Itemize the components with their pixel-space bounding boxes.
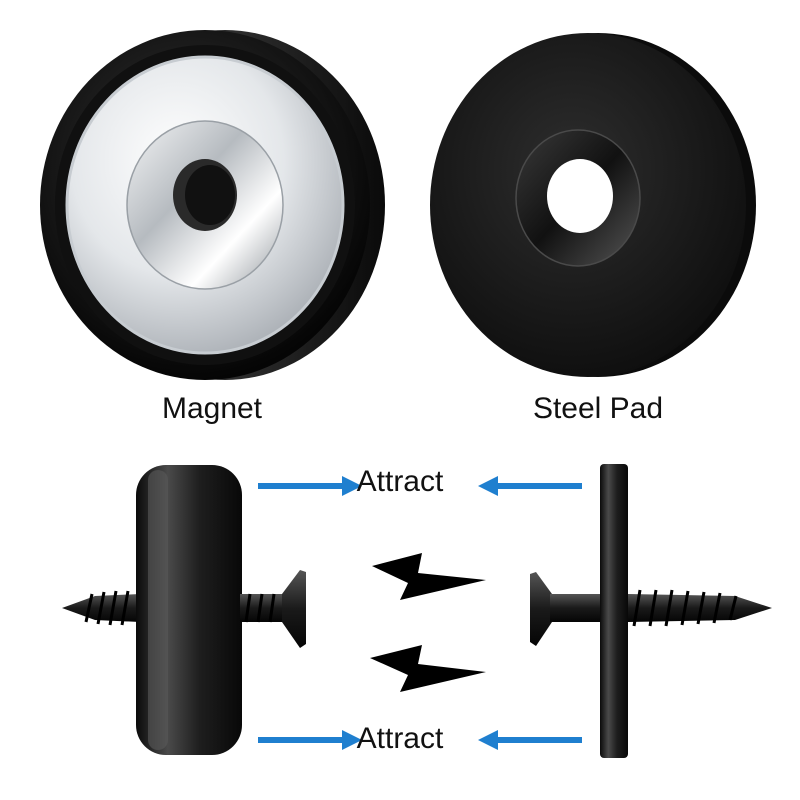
arrow-right-icon bbox=[258, 476, 362, 496]
steel-pad-label: Steel Pad bbox=[532, 392, 664, 425]
arrow-right-icon bbox=[258, 730, 362, 750]
arrow-left-icon bbox=[478, 730, 582, 750]
attract-label-bottom: Attract bbox=[356, 722, 444, 755]
arrow-left-icon bbox=[478, 476, 582, 496]
lightning-bolt-icon bbox=[370, 645, 486, 692]
steel-pad-icon bbox=[430, 33, 756, 377]
magnet-label: Magnet bbox=[161, 392, 263, 425]
magnet-with-screw-icon bbox=[62, 465, 306, 755]
lightning-bolt-icon bbox=[372, 553, 486, 600]
attract-label-top: Attract bbox=[356, 465, 444, 498]
magnet-cup-icon bbox=[40, 30, 385, 380]
steel-pad-with-screw-icon bbox=[530, 464, 772, 758]
